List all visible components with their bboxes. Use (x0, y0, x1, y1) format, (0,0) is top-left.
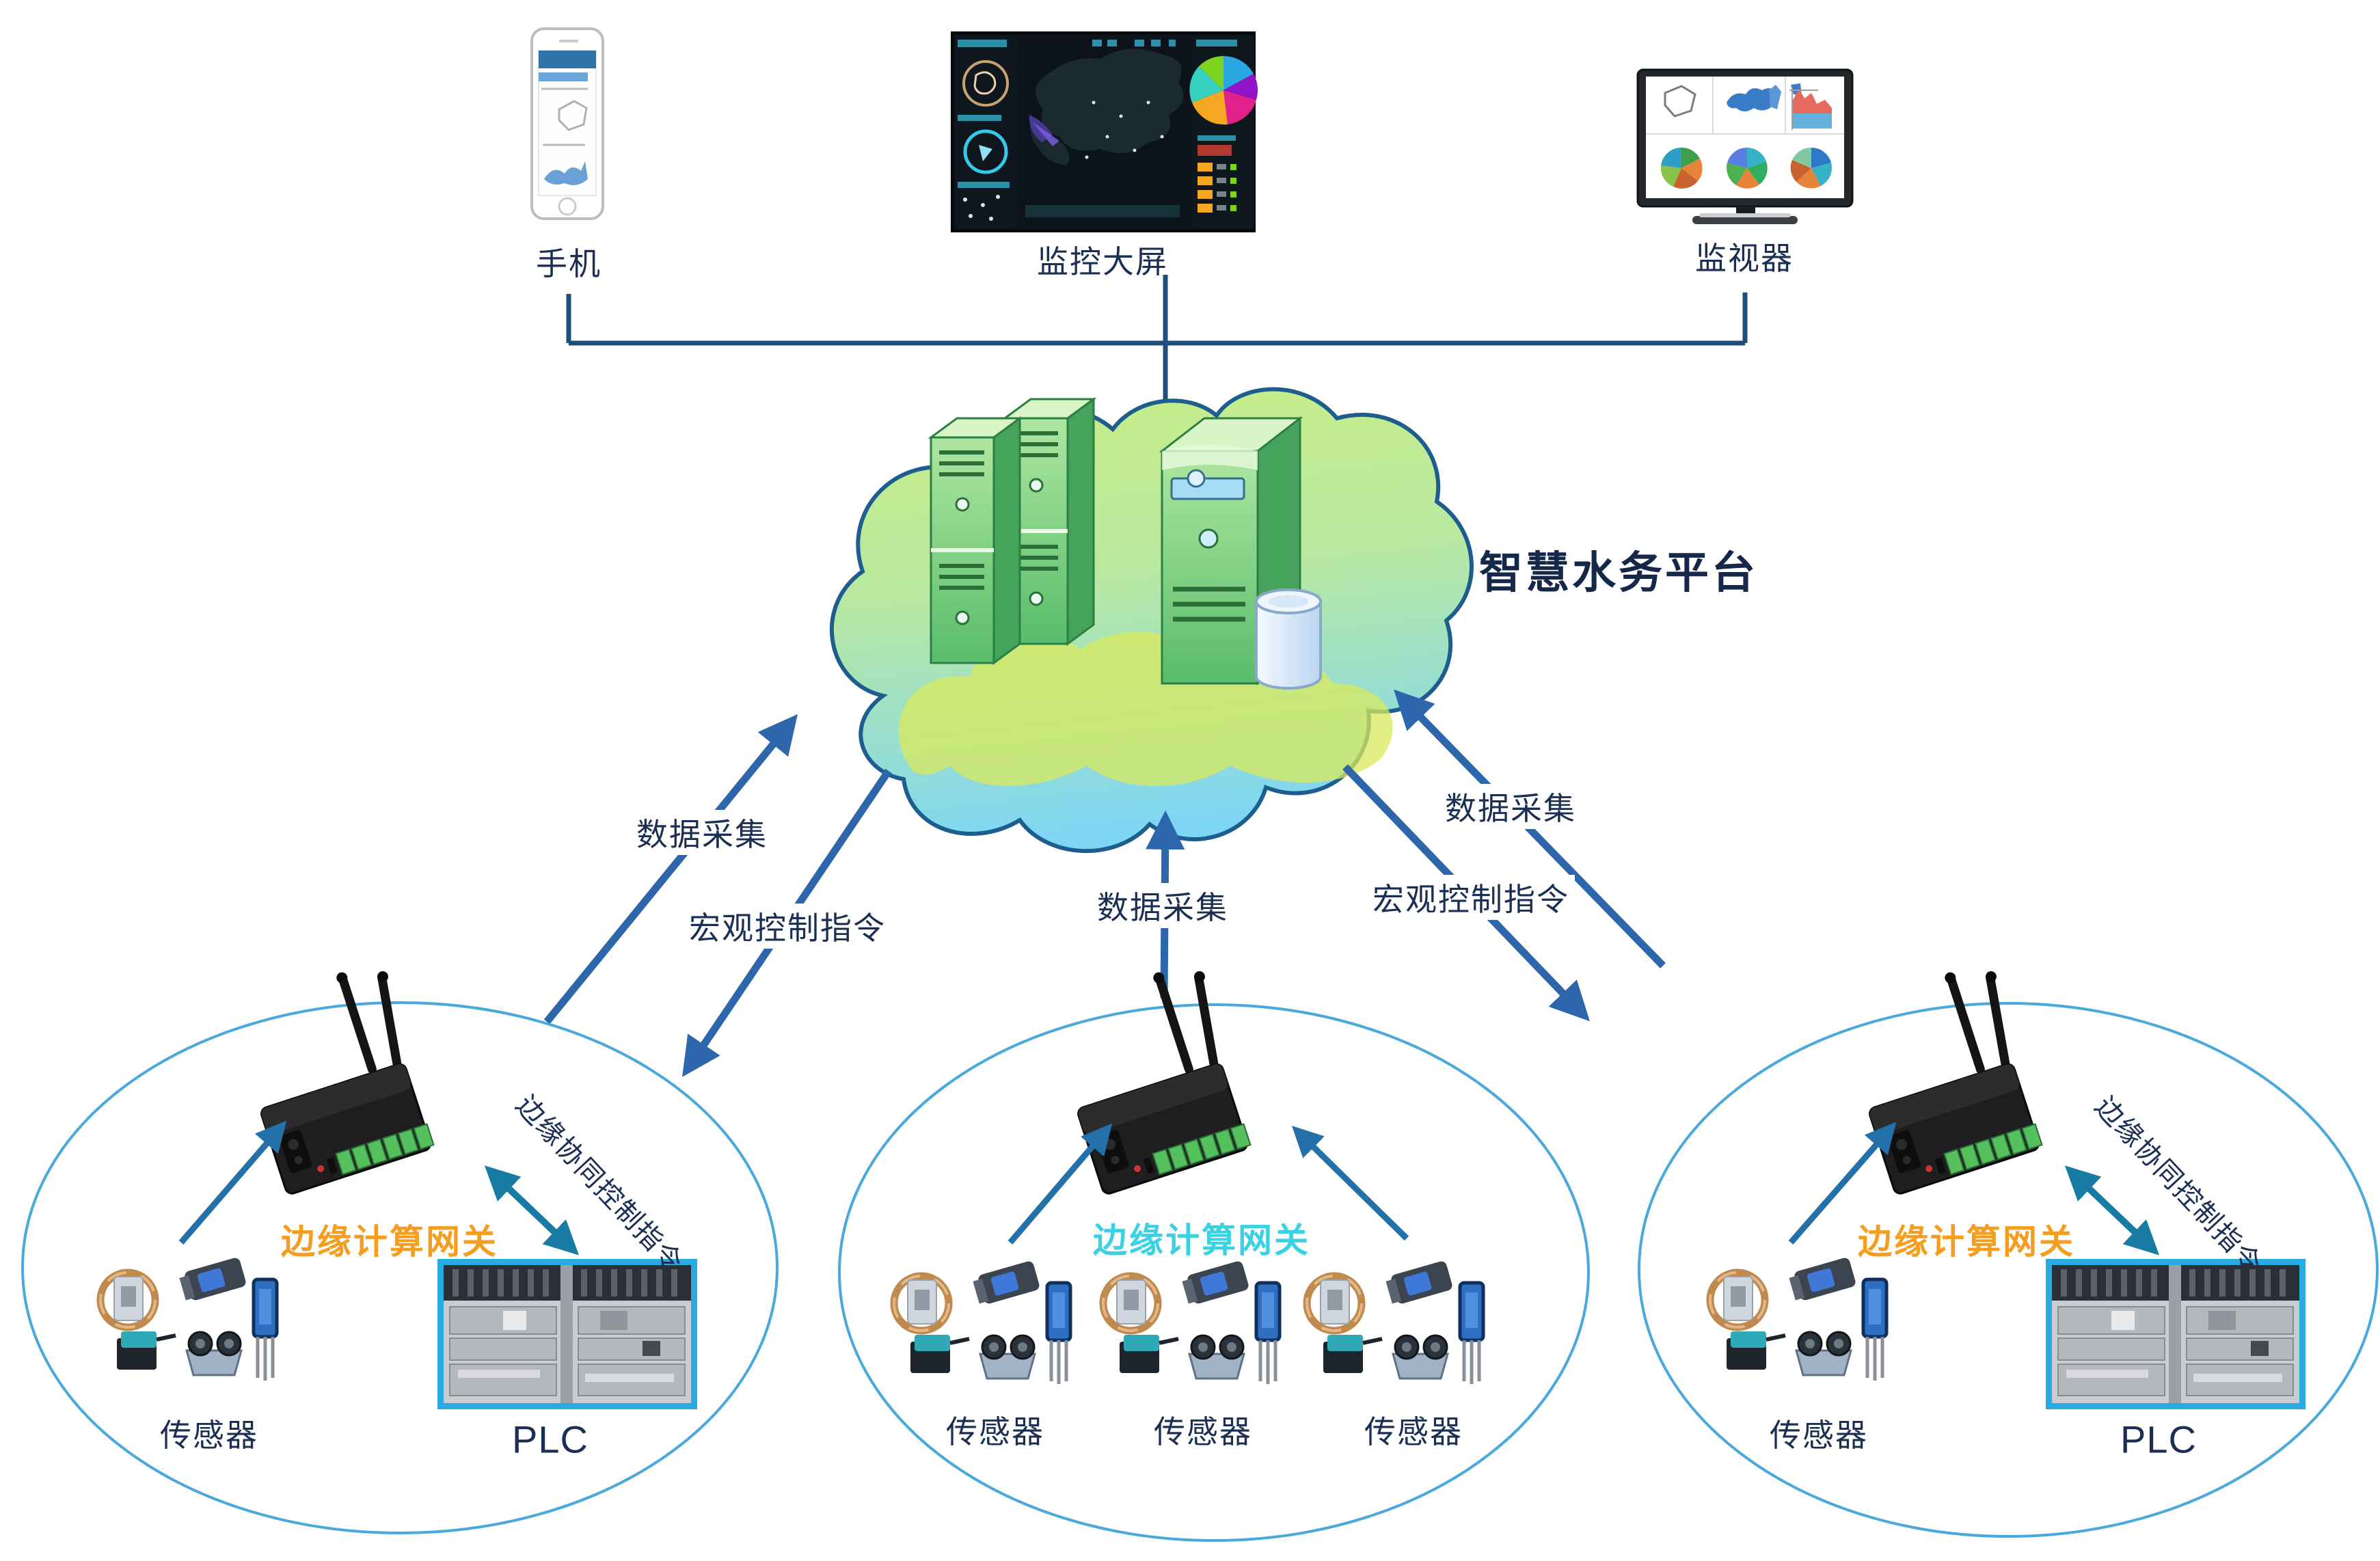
sensors-icon (1103, 1260, 1280, 1384)
sensor-label: 传感器 (946, 1414, 1044, 1450)
ellipse-middle (838, 1003, 1590, 1542)
sensor-label: 传感器 (1364, 1414, 1463, 1450)
ellipse-right (1638, 1002, 2379, 1538)
gateway-label-middle: 边缘计算网关 (1093, 1221, 1310, 1260)
platform-title: 智慧水务平台 (1479, 548, 1758, 597)
sensors-icon (1307, 1260, 1483, 1384)
edge-group-left (100, 958, 698, 1410)
flow-label-left-up: 数据采集 (631, 810, 773, 855)
flow-label-left-down: 宏观控制指令 (684, 904, 891, 949)
big-screen-label: 监控大屏 (1037, 244, 1168, 280)
ellipse-left (21, 1001, 779, 1534)
phone-device (530, 27, 604, 220)
arrow-right-data-collect (1394, 689, 1666, 968)
sensors-icon (894, 1260, 1070, 1384)
monitor-device (1636, 68, 1854, 224)
phone-label: 手机 (536, 246, 601, 282)
plc-label-right: PLC (2120, 1417, 2197, 1461)
flow-label-right-up: 数据采集 (1439, 784, 1582, 829)
top-connector-lines (566, 275, 1748, 415)
monitor-label: 监视器 (1695, 241, 1794, 276)
sensor-label: 传感器 (1154, 1414, 1252, 1450)
sensors-icon (1710, 1257, 1887, 1381)
sensor-label: 传感器 (1770, 1417, 1868, 1453)
plc-label-left: PLC (512, 1417, 589, 1461)
sensor-label: 传感器 (160, 1417, 258, 1453)
gateway-icon (226, 958, 445, 1197)
edge-group-right (1710, 958, 2306, 1410)
edge-group-middle (894, 958, 1483, 1384)
cloud-platform (829, 387, 1474, 853)
big-screen-device (951, 31, 1258, 232)
server-rack-icon (928, 397, 1097, 665)
arrow-left-data-collect (543, 714, 798, 1024)
sensors-icon (100, 1257, 277, 1381)
gateway-icon (1834, 958, 2053, 1197)
gateway-icon (1042, 958, 1262, 1197)
database-icon (1255, 588, 1322, 690)
edge-site-ellipses (21, 1001, 2379, 1542)
gateway-label-right: 边缘计算网关 (1858, 1223, 2075, 1261)
gateway-label-left: 边缘计算网关 (281, 1223, 498, 1261)
plc-icon (2045, 1258, 2306, 1410)
flow-label-right-down: 宏观控制指令 (1367, 875, 1575, 920)
flow-label-middle-up: 数据采集 (1092, 883, 1234, 928)
plc-icon (437, 1258, 698, 1410)
